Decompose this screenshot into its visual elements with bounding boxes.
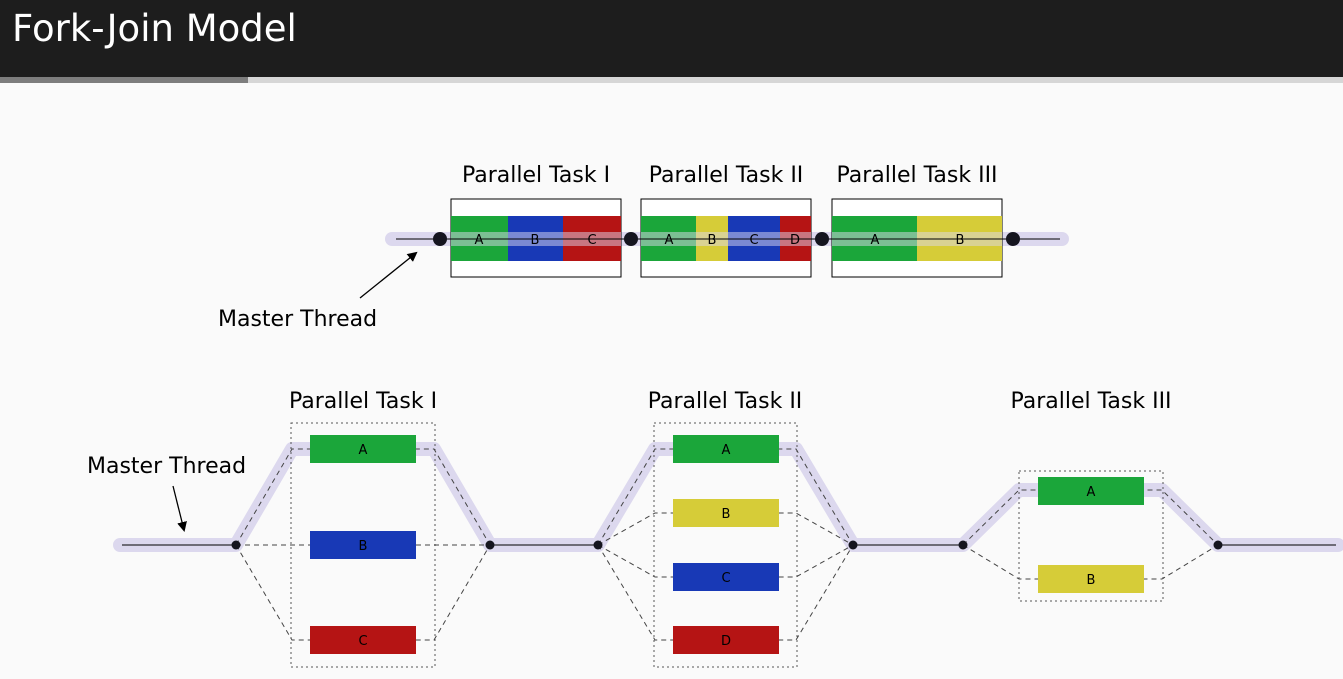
- top-task-2-title: Parallel Task II: [649, 163, 804, 188]
- slide-header: Fork-Join Model: [0, 0, 1343, 77]
- bottom-task-1-title: Parallel Task I: [289, 389, 437, 414]
- top-task-2-segment-b-label: B: [708, 233, 717, 248]
- slide-progress-bar: [0, 77, 1343, 83]
- bottom-join-node-2: [848, 540, 858, 550]
- bottom-task-2-thread-d-path: [597, 544, 854, 641]
- bottom-fork-node-1: [231, 540, 241, 550]
- top-task-1-title: Parallel Task I: [462, 163, 610, 188]
- top-task-3-title: Parallel Task III: [836, 163, 997, 188]
- bottom-task-2-thread-b-label: B: [722, 507, 731, 522]
- slide-progress-fill: [0, 77, 249, 83]
- top-task-1-segment-b-label: B: [531, 233, 540, 248]
- bottom-master-thread-label: Master Thread: [87, 454, 246, 479]
- bottom-task-3-thread-a-path: [962, 489, 1219, 546]
- top-task-2-segment-d-label: D: [790, 233, 800, 248]
- bottom-task-2-title: Parallel Task II: [648, 389, 803, 414]
- bottom-task-1-thread-a-path: [235, 448, 491, 546]
- bottom-task-3-thread-b-label: B: [1087, 573, 1096, 588]
- bottom-task-2-thread-a: [673, 435, 779, 463]
- top-task-1-segment-a-label: A: [475, 233, 484, 248]
- top-task-3-segment-a-label: A: [871, 233, 880, 248]
- top-task-2-segment-c-label: C: [749, 233, 758, 248]
- bottom-task-1-thread-b: [310, 531, 416, 559]
- bottom-task-1: Parallel Task I A B C: [235, 389, 491, 668]
- fork-join-view: Parallel Task I A B C Parallel Task II A: [87, 389, 1343, 668]
- bottom-task-1-thread-b-label: B: [359, 539, 368, 554]
- bottom-task-1-thread-a-label: A: [359, 443, 368, 458]
- bottom-task-1-thread-a: [310, 435, 416, 463]
- bottom-task-2-thread-d: [673, 626, 779, 654]
- top-task-2-segment-a-label: A: [665, 233, 674, 248]
- bottom-task-3-title: Parallel Task III: [1010, 389, 1171, 414]
- top-task-3-segment-b-label: B: [956, 233, 965, 248]
- bottom-task-2-thread-d-label: D: [721, 634, 731, 649]
- top-join-node-1: [624, 232, 638, 246]
- sequential-view: Parallel Task I A B C Parallel Task II A…: [218, 163, 1069, 332]
- bottom-fork-node-2: [593, 540, 603, 550]
- top-master-arrow: [359, 251, 418, 299]
- top-master-thread-label: Master Thread: [218, 307, 377, 332]
- bottom-task-3-thread-a-label: A: [1087, 485, 1096, 500]
- bottom-task-2-frame: [653, 422, 798, 668]
- bottom-task-1-thread-c-path: [235, 544, 491, 641]
- top-join-node-3: [1006, 232, 1020, 246]
- bottom-task-2-thread-c-label: C: [721, 571, 730, 586]
- slide-title: Fork-Join Model: [12, 7, 297, 50]
- bottom-task-2: Parallel Task II A B C D: [597, 389, 854, 668]
- bottom-task-3-thread-a: [1038, 477, 1144, 505]
- top-task-1: Parallel Task I A B C: [450, 163, 622, 278]
- top-join-node-2: [815, 232, 829, 246]
- bottom-task-2-thread-a-path: [597, 448, 854, 546]
- bottom-task-2-thread-c: [673, 563, 779, 591]
- bottom-task-3: Parallel Task III A B: [962, 389, 1219, 602]
- top-task-2: Parallel Task II A B C D: [640, 163, 812, 278]
- bottom-join-node-1: [485, 540, 495, 550]
- bottom-master-arrow: [172, 485, 187, 532]
- bottom-task-3-thread-b: [1038, 565, 1144, 593]
- bottom-join-node-3: [1213, 540, 1223, 550]
- top-task-3: Parallel Task III A B: [831, 163, 1003, 278]
- bottom-task-2-thread-b: [673, 499, 779, 527]
- bottom-task-2-thread-a-label: A: [722, 443, 731, 458]
- bottom-thread-highlight: [113, 442, 1343, 552]
- fork-join-diagram: Parallel Task I A B C Parallel Task II A…: [87, 163, 1343, 668]
- top-fork-node: [433, 232, 447, 246]
- bottom-fork-node-3: [958, 540, 968, 550]
- bottom-task-3-frame: [1018, 470, 1164, 602]
- bottom-task-1-thread-c-label: C: [358, 634, 367, 649]
- bottom-task-1-thread-c: [310, 626, 416, 654]
- top-task-1-segment-c-label: C: [587, 233, 596, 248]
